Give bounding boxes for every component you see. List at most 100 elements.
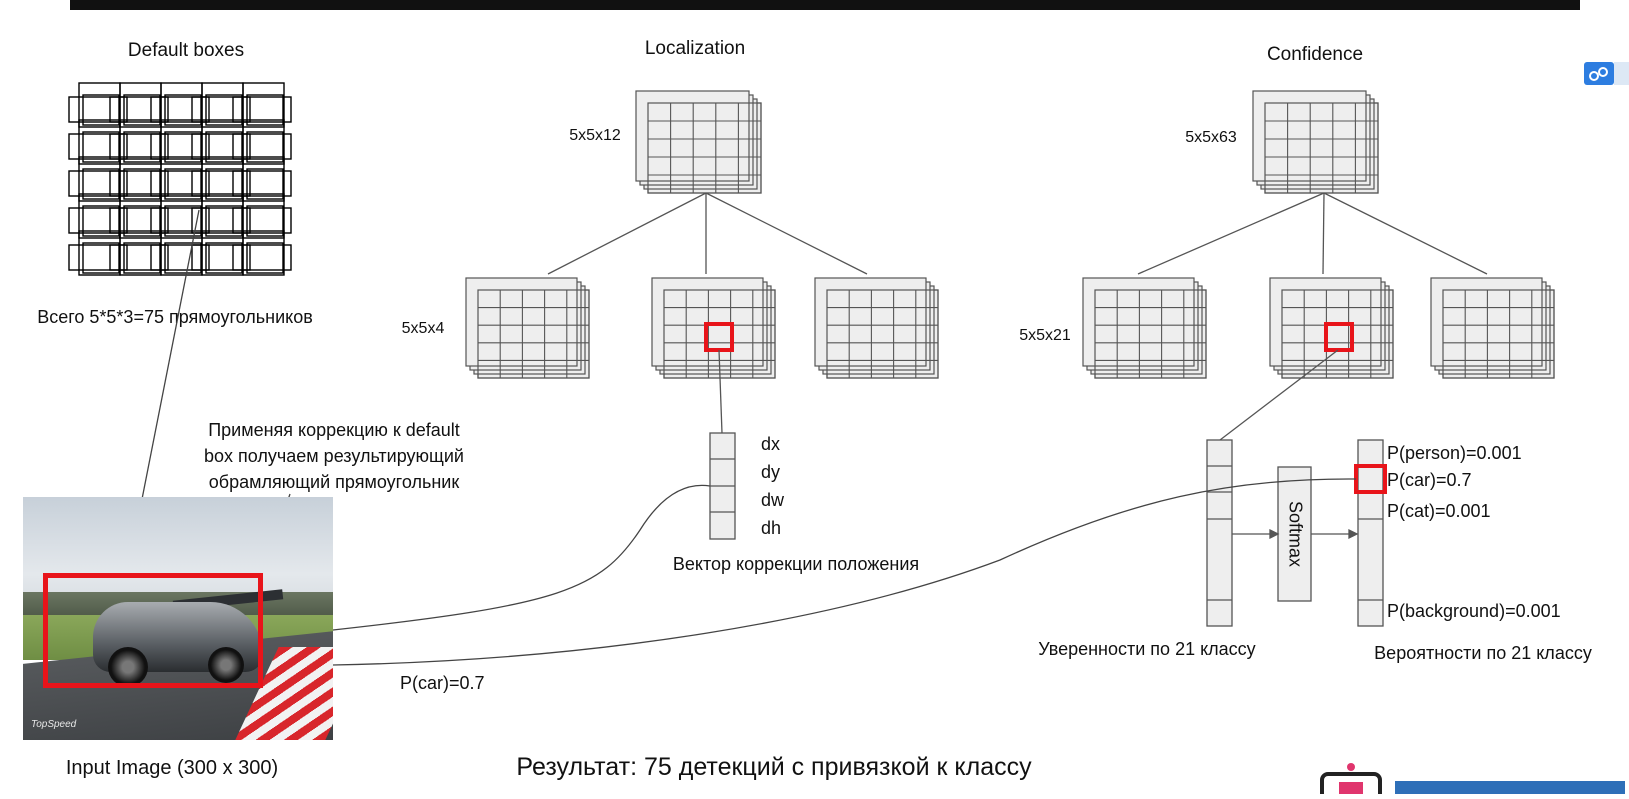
loc-stack-3: [814, 277, 939, 379]
feature-map-layer: [635, 90, 750, 182]
default-box: [246, 242, 284, 274]
share-badge[interactable]: [1584, 62, 1629, 85]
default-box: [123, 168, 161, 200]
probability-column-bar: [1357, 439, 1384, 627]
default-box: [68, 244, 128, 271]
loc-connector-left: [547, 192, 707, 275]
default-box: [150, 244, 210, 271]
robot-logo-face: [1339, 782, 1363, 796]
default-box: [191, 244, 251, 271]
correction-line-2: box получаем результирующий: [204, 446, 464, 466]
default-box: [246, 131, 284, 163]
feature-map-layer: [1082, 277, 1195, 367]
softmax-arrows: [1232, 528, 1359, 540]
conf-stack-3: [1430, 277, 1555, 379]
default-box: [191, 170, 251, 197]
default-box: [246, 94, 284, 126]
dy-label: dy: [761, 462, 780, 482]
default-box: [82, 242, 120, 274]
share-badge-tail[interactable]: [1614, 62, 1629, 85]
vector-caption: Вектор коррекции положения: [673, 554, 919, 574]
loc-to-vector-line: [718, 349, 723, 434]
car-wheel: [208, 647, 244, 683]
default-box: [150, 207, 210, 234]
default-box: [123, 94, 161, 126]
default-box: [150, 96, 210, 123]
dx-label: dx: [761, 434, 780, 454]
loc-top-stack: [635, 90, 762, 194]
default-boxes-label: Default boxes: [128, 40, 244, 61]
default-boxes-grid: [68, 82, 292, 276]
conf-shape-top: 5x5x63: [1185, 129, 1237, 146]
default-box: [205, 168, 243, 200]
input-image-caption: Input Image (300 x 300): [66, 757, 278, 779]
default-box: [164, 205, 202, 237]
photo-watermark: TopSpeed: [31, 719, 77, 730]
default-box: [150, 133, 210, 160]
default-box: [82, 94, 120, 126]
p-car-label: P(car)=0.7: [1387, 470, 1472, 490]
default-box: [246, 168, 284, 200]
dh-label: dh: [761, 518, 781, 538]
feature-map-front: [1442, 289, 1555, 379]
feature-map-layer: [1252, 90, 1367, 182]
default-box: [205, 205, 243, 237]
default-box: [109, 170, 169, 197]
conf-connector-mid: [1322, 192, 1325, 275]
curve-to-vector: [332, 484, 711, 631]
default-box: [164, 131, 202, 163]
default-box: [164, 94, 202, 126]
title-strip: [70, 0, 1580, 10]
default-box: [82, 205, 120, 237]
p-background-label: P(background)=0.001: [1387, 601, 1561, 621]
loc-stack-2: [651, 277, 776, 379]
conf-connector-left: [1137, 192, 1325, 275]
default-box: [164, 168, 202, 200]
localization-label: Localization: [645, 38, 745, 59]
default-box: [242, 230, 285, 276]
input-image: TopSpeed: [23, 497, 333, 740]
correction-vector: [709, 432, 736, 540]
default-box: [123, 131, 161, 163]
result-caption: Результат: 75 детекций с привязкой к кла…: [516, 753, 1032, 781]
p-cat-label: P(cat)=0.001: [1387, 501, 1491, 521]
default-box: [242, 82, 285, 128]
link-icon: [1589, 71, 1599, 81]
feature-map-front: [1094, 289, 1207, 379]
robot-antenna: [1347, 763, 1355, 771]
default-box: [232, 96, 292, 123]
feature-map-layer: [814, 277, 927, 367]
default-box: [242, 193, 285, 239]
default-box: [68, 207, 128, 234]
p-car-bottom-label: P(car)=0.7: [400, 673, 485, 693]
conf-to-column-line: [1219, 349, 1339, 441]
feature-map-layer: [1430, 277, 1543, 367]
loc-stack-1: [465, 277, 590, 379]
default-box: [205, 94, 243, 126]
confidence-feature-maps: [1082, 90, 1555, 379]
probabilities-caption: Вероятности по 21 классу: [1374, 643, 1592, 663]
feature-map-layer: [465, 277, 578, 367]
default-box: [191, 96, 251, 123]
default-box: [82, 131, 120, 163]
default-box: [109, 244, 169, 271]
default-box: [109, 207, 169, 234]
total-boxes-label: Всего 5*5*3=75 прямоугольников: [37, 307, 313, 327]
conf-shape-bottom: 5x5x21: [1019, 327, 1071, 344]
softmax-label: Softmax: [1285, 501, 1305, 567]
default-box: [164, 242, 202, 274]
default-box: [123, 242, 161, 274]
conf-stack-2: [1269, 277, 1394, 379]
loc-connector-right: [705, 192, 868, 275]
correction-line-1: Применяя коррекцию к default: [208, 420, 460, 440]
conf-stack-1: [1082, 277, 1207, 379]
default-box: [242, 156, 285, 202]
default-box: [191, 133, 251, 160]
default-box: [205, 242, 243, 274]
default-box: [68, 133, 128, 160]
dw-label: dw: [761, 490, 785, 510]
confidence-column-bar: [1206, 439, 1233, 627]
default-box: [205, 131, 243, 163]
default-box: [232, 170, 292, 197]
